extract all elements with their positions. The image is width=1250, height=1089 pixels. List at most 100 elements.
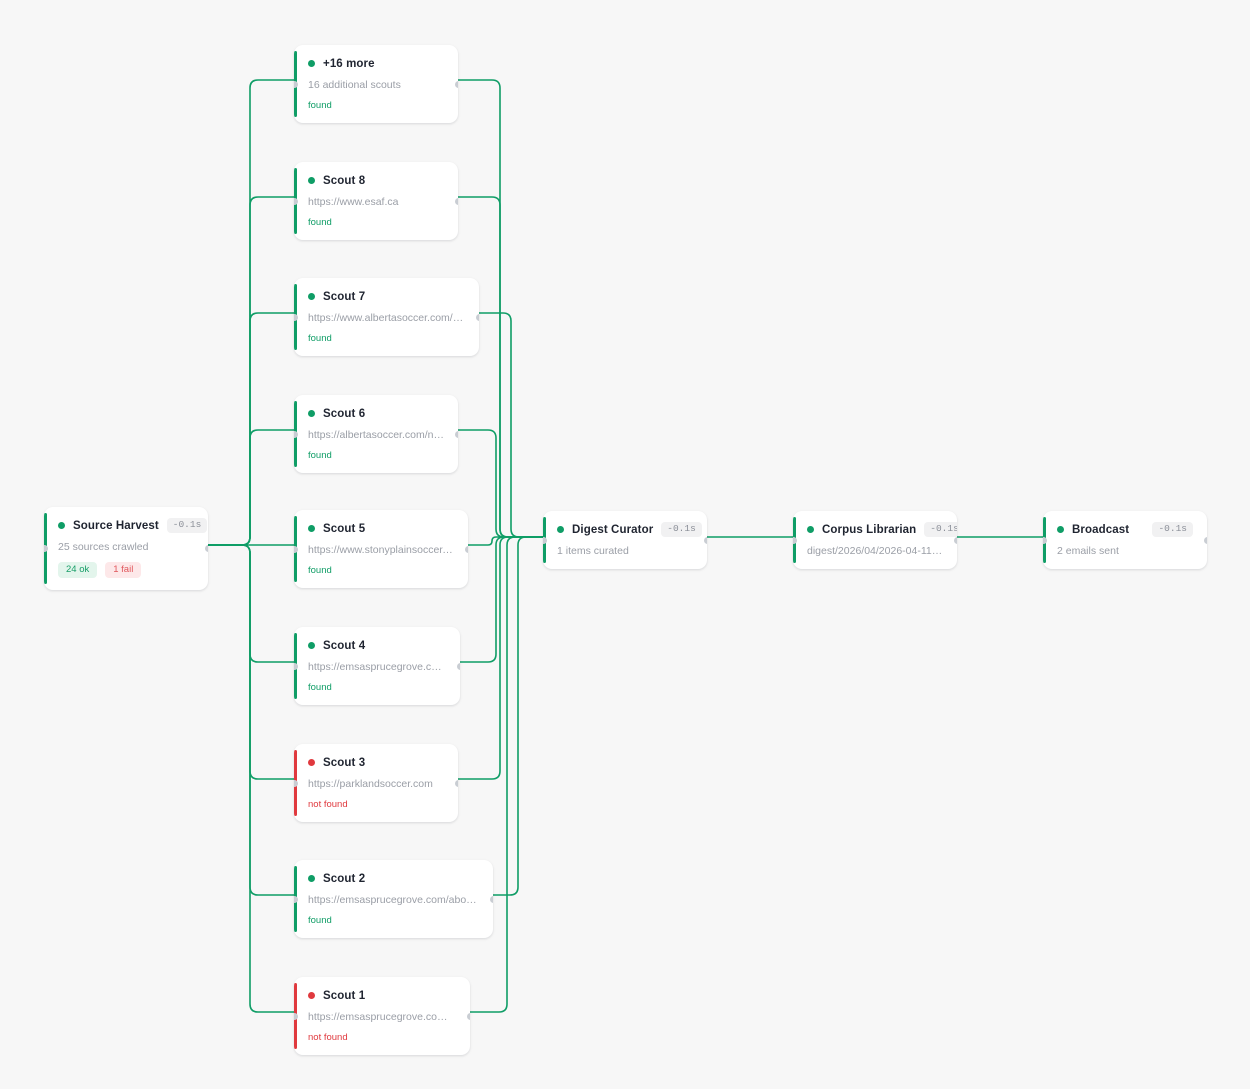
node-header: Corpus Librarian -0.1s	[807, 522, 957, 537]
node-title: Corpus Librarian	[822, 523, 917, 536]
connector-handle-right[interactable]	[454, 779, 458, 787]
connector-handle-right[interactable]	[475, 313, 479, 321]
status-dot-icon	[308, 60, 315, 67]
status-badge-ok: 24 ok	[58, 562, 98, 579]
status-dot-icon	[58, 522, 65, 529]
node-subtitle: 16 additional scouts	[308, 79, 401, 91]
connector-handle-right[interactable]	[204, 545, 208, 553]
node-digest-curator[interactable]: Digest Curator -0.1s 1 items curated	[543, 511, 707, 569]
node-status-text: found	[308, 217, 332, 228]
node-status-text: found	[308, 565, 332, 576]
node-subtitle: 2 emails sent	[1057, 545, 1119, 557]
status-dot-icon	[807, 526, 814, 533]
node-subtitle: https://emsasprucegrove.com/rss.xml	[308, 661, 446, 673]
node-header: Scout 7	[308, 289, 465, 304]
node-header: Source Harvest -0.1s	[58, 518, 208, 533]
node-header: Scout 1	[308, 988, 456, 1003]
node-status-text: found	[308, 333, 332, 344]
node-subtitle: https://emsasprucegrove.com/about/sgsas-…	[308, 894, 479, 906]
node-status-text: not found	[308, 799, 348, 810]
status-dot-icon	[1057, 526, 1064, 533]
node-title: Scout 1	[323, 989, 366, 1002]
status-badge-fail: 1 fail	[105, 562, 142, 579]
connector-handle-left[interactable]	[294, 895, 298, 903]
node-scout-2[interactable]: Scout 2 https://emsasprucegrove.com/about…	[294, 860, 493, 938]
node-title: Broadcast	[1072, 523, 1130, 536]
status-dot-icon	[308, 642, 315, 649]
node-subtitle: https://www.esaf.ca	[308, 196, 399, 208]
node-subtitle: https://albertasoccer.com/news	[308, 429, 444, 441]
node-title: Scout 4	[323, 639, 366, 652]
status-dot-icon	[308, 992, 315, 999]
status-dot-icon	[308, 410, 315, 417]
status-dot-icon	[557, 526, 564, 533]
node-status-text: found	[308, 100, 332, 111]
node-title: Scout 3	[323, 756, 366, 769]
node-timing-badge: -0.1s	[661, 522, 702, 537]
node-title: Source Harvest	[73, 519, 159, 532]
node-header: Broadcast -0.1s	[1057, 522, 1193, 537]
status-dot-icon	[308, 293, 315, 300]
connector-handle-right[interactable]	[454, 197, 458, 205]
connector-handle-right[interactable]	[464, 545, 468, 553]
connector-handle-right[interactable]	[703, 536, 707, 544]
node-header: Scout 3	[308, 755, 444, 770]
node-scout-8[interactable]: Scout 8 https://www.esaf.ca found	[294, 162, 458, 240]
node-badges: 24 ok 1 fail	[58, 562, 194, 579]
node-header: Scout 4	[308, 638, 446, 653]
node-title: Scout 5	[323, 522, 366, 535]
connector-handle-left[interactable]	[543, 536, 547, 544]
connector-handle-left[interactable]	[294, 313, 298, 321]
node-timing-badge: -0.1s	[166, 518, 208, 533]
node-header: Digest Curator -0.1s	[557, 522, 702, 537]
connector-handle-left[interactable]	[294, 80, 298, 88]
node-scout-4[interactable]: Scout 4 https://emsasprucegrove.com/rss.x…	[294, 627, 460, 705]
node-scout-5[interactable]: Scout 5 https://www.stonyplainsoccer.com/…	[294, 510, 468, 588]
connector-handle-right[interactable]	[454, 80, 458, 88]
node-status-text: not found	[308, 1032, 348, 1043]
node-subtitle: digest/2026/04/2026-04-11.md	[807, 545, 943, 557]
connector-handle-left[interactable]	[294, 430, 298, 438]
status-dot-icon	[308, 525, 315, 532]
node-scout-1[interactable]: Scout 1https://emsasprucegrove.com/blog/…	[294, 977, 470, 1055]
connector-handle-left[interactable]	[294, 1012, 298, 1020]
connector-handle-right[interactable]	[456, 662, 460, 670]
connector-handle-right[interactable]	[953, 536, 957, 544]
connector-handle-left[interactable]	[294, 779, 298, 787]
node-title: Scout 2	[323, 872, 366, 885]
node-broadcast[interactable]: Broadcast -0.1s 2 emails sent	[1043, 511, 1207, 569]
connector-handle-right[interactable]	[1203, 536, 1207, 544]
node-scout-more[interactable]: +16 more 16 additional scouts found	[294, 45, 458, 123]
connector-handle-left[interactable]	[294, 662, 298, 670]
connector-handle-left[interactable]	[294, 545, 298, 553]
connector-handle-left[interactable]	[44, 545, 48, 553]
node-header: +16 more	[308, 56, 444, 71]
node-timing-badge: -0.1s	[1152, 522, 1193, 537]
node-title: Scout 8	[323, 174, 366, 187]
node-subtitle: 1 items curated	[557, 545, 629, 557]
node-header: Scout 6	[308, 406, 444, 421]
node-scout-7[interactable]: Scout 7https://www.albertasoccer.com/new…	[294, 278, 479, 356]
node-title: Digest Curator	[572, 523, 654, 536]
node-subtitle: https://www.stonyplainsoccer.com/feed	[308, 544, 454, 556]
node-header: Scout 8	[308, 173, 444, 188]
status-dot-icon	[308, 177, 315, 184]
node-title: Scout 6	[323, 407, 366, 420]
connector-handle-left[interactable]	[1043, 536, 1047, 544]
node-corpus-librarian[interactable]: Corpus Librarian -0.1s digest/2026/04/2026…	[793, 511, 957, 569]
node-timing-badge: -0.1s	[924, 522, 957, 537]
node-scout-6[interactable]: Scout 6 https://albertasoccer.com/news fou…	[294, 395, 458, 473]
connector-handle-left[interactable]	[793, 536, 797, 544]
status-dot-icon	[308, 875, 315, 882]
connector-handle-right[interactable]	[489, 895, 493, 903]
connector-handle-right[interactable]	[466, 1012, 470, 1020]
node-title: Scout 7	[323, 290, 366, 303]
status-dot-icon	[308, 759, 315, 766]
connector-handle-left[interactable]	[294, 197, 298, 205]
node-status-text: found	[308, 450, 332, 461]
connector-handle-right[interactable]	[454, 430, 458, 438]
